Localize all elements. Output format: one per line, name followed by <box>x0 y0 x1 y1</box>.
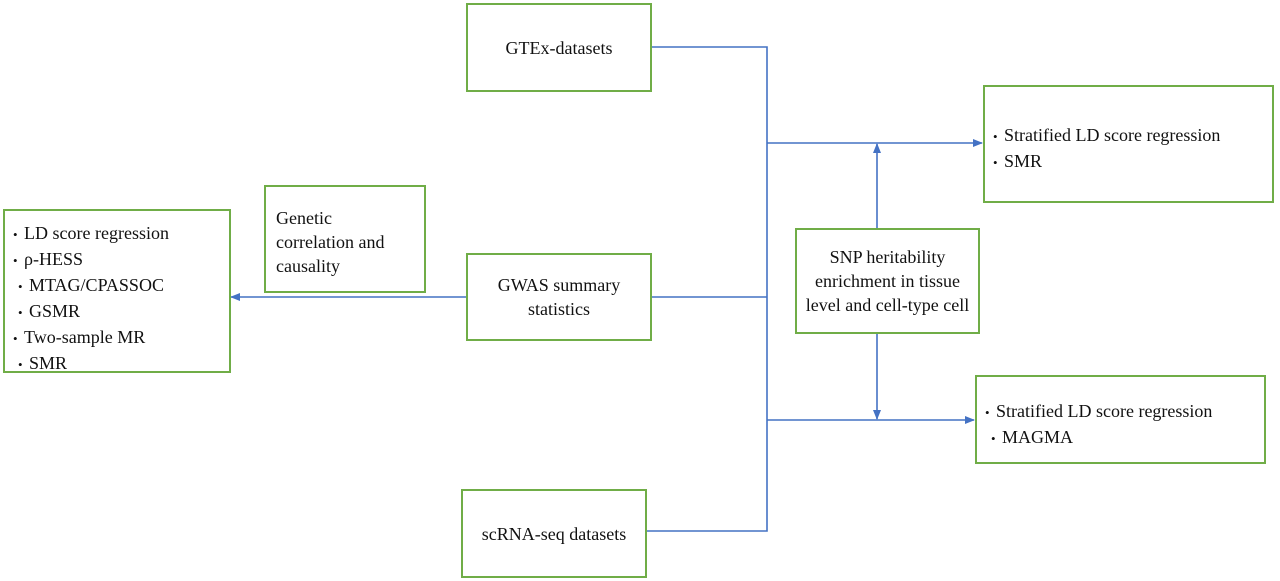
left-method-text: Two-sample MR <box>24 327 146 347</box>
left-method-item: •MTAG/CPASSOC <box>18 275 164 295</box>
gwas-summary-label: GWAS summary statistics <box>497 275 621 319</box>
celltype-method-text: MAGMA <box>1002 427 1074 447</box>
gtex-datasets-box: GTEx-datasets <box>466 3 652 92</box>
left-method-text: LD score regression <box>24 223 169 243</box>
left-method-text: MTAG/CPASSOC <box>29 275 164 295</box>
tissue-method-item: •SMR <box>993 151 1043 171</box>
celltype-method-item: •Stratified LD score regression <box>985 401 1213 421</box>
celltype-method-text: Stratified LD score regression <box>996 401 1213 421</box>
left-method-item: •SMR <box>18 353 68 373</box>
celltype-method-item: •MAGMA <box>991 427 1074 447</box>
scrna-datasets-box: scRNA-seq datasets <box>461 489 647 578</box>
gtex-datasets-label: GTEx-datasets <box>505 37 613 58</box>
left-method-item: •LD score regression <box>13 223 169 243</box>
gtex-to-trunk-line <box>647 46 768 532</box>
celltype-methods-list: •Stratified LD score regression •MAGMA <box>985 399 1256 451</box>
left-method-text: ρ-HESS <box>24 249 83 269</box>
snp-heritability-box: SNP heritability enrichment in tissue le… <box>795 228 980 334</box>
scrna-datasets-label: scRNA-seq datasets <box>481 523 627 544</box>
celltype-methods-box: •Stratified LD score regression •MAGMA <box>975 375 1266 464</box>
tissue-method-text: SMR <box>1004 151 1043 171</box>
left-method-item: •GSMR <box>18 301 81 321</box>
tissue-methods-box: •Stratified LD score regression •SMR <box>983 85 1274 203</box>
genetic-correlation-box: Genetic correlation and causality <box>264 185 426 293</box>
left-method-item: •Two-sample MR <box>13 327 146 347</box>
gwas-summary-box: GWAS summary statistics <box>466 253 652 341</box>
left-method-text: SMR <box>29 353 68 373</box>
left-method-text: GSMR <box>29 301 81 321</box>
snp-heritability-label: SNP heritability enrichment in tissue le… <box>805 247 970 315</box>
tissue-method-item: •Stratified LD score regression <box>993 125 1221 145</box>
left-method-item: •ρ-HESS <box>13 249 83 269</box>
tissue-method-text: Stratified LD score regression <box>1004 125 1221 145</box>
left-methods-box: •LD score regression •ρ-HESS •MTAG/CPASS… <box>3 209 231 373</box>
tissue-methods-list: •Stratified LD score regression •SMR <box>993 123 1264 175</box>
genetic-correlation-label: Genetic correlation and causality <box>276 208 385 276</box>
left-methods-list: •LD score regression •ρ-HESS •MTAG/CPASS… <box>13 221 221 377</box>
